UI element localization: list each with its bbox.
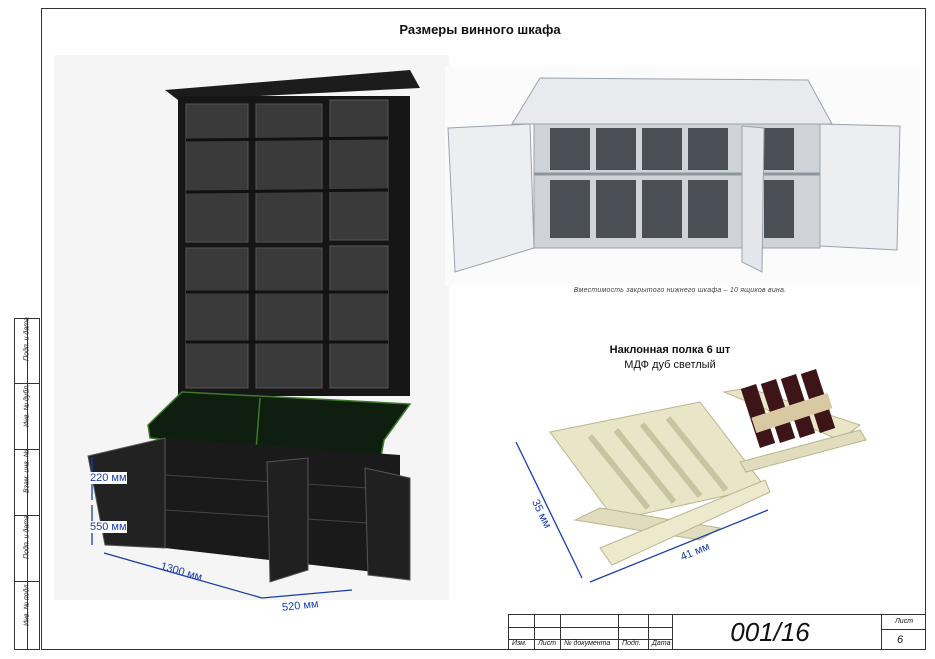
dim-550-label: 550 мм: [90, 521, 127, 533]
cabinet-cornice: [165, 70, 420, 100]
wine-crates: [550, 128, 794, 238]
tb-header-sign: Подп.: [622, 640, 641, 647]
door-open-left: [447, 123, 535, 273]
stamp-cell: Инв. № дубл.: [15, 383, 39, 449]
tb-header-izm: Изм.: [512, 640, 527, 647]
tb-header-date: Дата: [652, 640, 671, 647]
sheet-label: Лист: [895, 618, 914, 625]
title-block: Изм. Лист № документа Подп. Дата: [508, 614, 926, 650]
shelf-slat-gaps: [587, 416, 729, 510]
door-right: [364, 467, 411, 581]
stamp-cell: Подп. и дата: [15, 515, 39, 581]
shelf-material: МДФ дуб светлый: [624, 359, 716, 371]
stamp-cell: Взам. инв. №: [15, 449, 39, 515]
sheet-number: 6: [897, 634, 904, 646]
white-cabinet-render: [445, 66, 920, 286]
shelf-dimension-lines: [515, 441, 769, 583]
wine-cabinet-render: [54, 55, 449, 600]
cabinet-shelves: [185, 136, 389, 344]
side-stamp: Подп. и дата Инв. № дубл. Взам. инв. № П…: [14, 317, 40, 650]
door-open-right: [819, 123, 901, 251]
dim-220-label: 220 мм: [90, 472, 127, 484]
tb-header-list: Лист: [538, 640, 557, 647]
shelf-title: Наклонная полка 6 шт: [609, 344, 731, 356]
cabinet-top: [511, 77, 833, 125]
door-left: [87, 437, 166, 549]
drawing-frame: [41, 8, 926, 650]
capacity-caption: Вместимость закрытого нижнего шкафа – 10…: [573, 287, 787, 294]
stamp-cell: Инв. № подл.: [15, 581, 39, 649]
door-open-middle: [741, 125, 765, 273]
slanted-shelf-render: [515, 369, 867, 583]
sheet-title: Размеры винного шкафа: [399, 22, 561, 37]
document-code: 001/16: [730, 617, 810, 647]
tb-header-doc: № документа: [564, 640, 611, 647]
cabinet-glass-doors: [185, 99, 389, 389]
stamp-cell: Подп. и дата: [15, 317, 39, 383]
shelf-support: [599, 479, 771, 566]
wine-bottles: [740, 369, 836, 448]
door-middle: [266, 457, 309, 583]
